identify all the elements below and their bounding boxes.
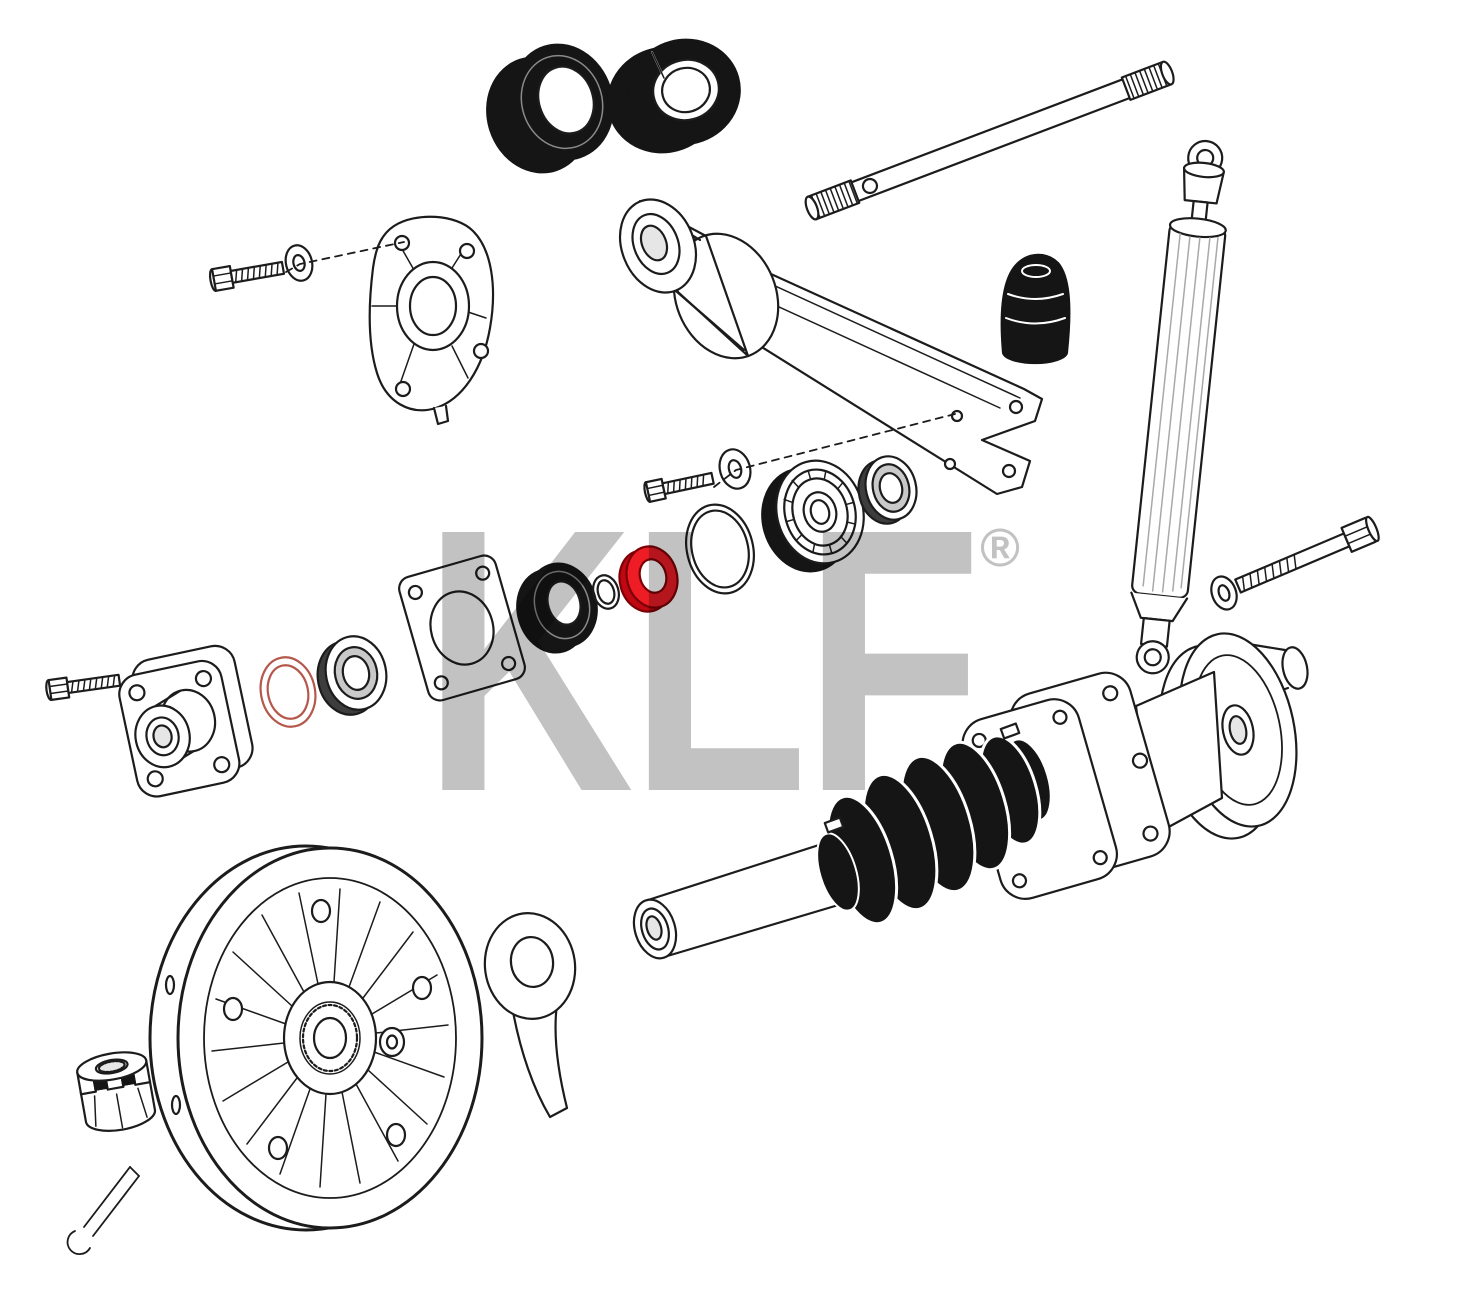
boot-clamp-left [823, 816, 845, 834]
torsion-bar [804, 60, 1175, 221]
assembly-leader-line-2 [713, 413, 956, 488]
axle-retainer-flange [118, 644, 254, 798]
small-o-ring [592, 574, 620, 610]
oil-seal [516, 562, 598, 654]
rear-bearing-cover [368, 215, 495, 426]
watermark-text: KLF [423, 452, 978, 870]
torsion-bar-outer-bushing [607, 38, 741, 154]
bearing-inner-race [857, 455, 918, 525]
assembly-leader-line-1 [285, 241, 405, 273]
boot-clamp-right [999, 722, 1021, 740]
bearing-cover-gasket [398, 554, 526, 702]
torsion-bar-inner-bushing [486, 43, 614, 174]
hub-bolt [643, 471, 715, 503]
wheel-bearing [761, 459, 865, 573]
shock-mount-bolt [1234, 515, 1380, 594]
large-o-ring [685, 503, 755, 595]
cotter-pin [66, 1166, 140, 1255]
grease-seal [316, 635, 388, 716]
shim-washer [259, 656, 317, 728]
cover-bolt [208, 260, 286, 292]
axle-tube-end [618, 198, 780, 360]
cover-washer [284, 244, 314, 282]
shock-absorber [1130, 139, 1227, 675]
spacer-highlighted [618, 545, 679, 613]
registered-mark: ® [980, 518, 1020, 578]
lock-plate [483, 912, 577, 1119]
shock-mount-washer [1210, 575, 1238, 611]
rubber-bump-stop [1000, 253, 1071, 365]
axle-boot [816, 722, 1052, 926]
hub-bolt-washer [718, 448, 752, 490]
brake-drum [148, 844, 484, 1232]
axle-shaft [632, 833, 874, 960]
retainer-bolt [45, 673, 122, 702]
castle-nut [76, 1051, 157, 1132]
